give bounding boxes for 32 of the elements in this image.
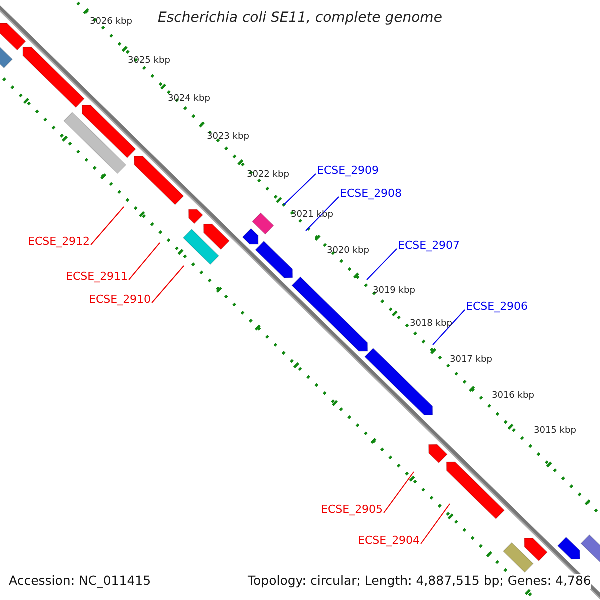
leader-line — [152, 266, 184, 304]
leader-line — [432, 310, 466, 346]
leader-line — [306, 196, 340, 232]
tick-label: 3020 kbp — [327, 247, 370, 256]
leader-line — [128, 242, 160, 280]
tick-label: 3023 kbp — [207, 133, 250, 142]
gene-label: ECSE_2905 — [321, 504, 384, 515]
gene-label: ECSE_2910 — [89, 294, 152, 305]
tick-label: 3024 kbp — [168, 95, 210, 104]
tick-label: 3015 kbp — [534, 427, 576, 436]
gene-label: ECSE_2908 — [340, 188, 402, 199]
gene-label: ECSE_2912 — [28, 236, 90, 247]
accession-text: Accession: NC_011415 — [9, 574, 152, 588]
leader-line — [420, 504, 450, 544]
gene-label: ECSE_2906 — [466, 301, 528, 312]
leader-line — [90, 206, 124, 246]
map-title: Escherichia coli SE11, complete genome — [158, 11, 442, 25]
tick-label: 3019 kbp — [373, 287, 416, 296]
tick-label: 3025 kbp — [128, 57, 170, 66]
gene-label: ECSE_2909 — [317, 165, 380, 176]
tick-label: 3016 kbp — [492, 392, 534, 401]
tick-label: 3026 kbp — [90, 18, 132, 27]
genome-summary-text: Topology: circular; Length: 4,887,515 bp; Genes: 4,786 — [248, 574, 592, 588]
tick-label: 3018 kbp — [410, 320, 452, 329]
tick-label: 3017 kbp — [450, 356, 492, 365]
tick-label: 3022 kbp — [247, 171, 290, 180]
leader-line — [366, 248, 398, 280]
gene-label: ECSE_2904 — [358, 535, 420, 546]
gene-label: ECSE_2907 — [398, 240, 460, 251]
gene-label: ECSE_2911 — [66, 271, 128, 282]
leader-line — [384, 472, 414, 514]
leader-line — [284, 174, 316, 206]
